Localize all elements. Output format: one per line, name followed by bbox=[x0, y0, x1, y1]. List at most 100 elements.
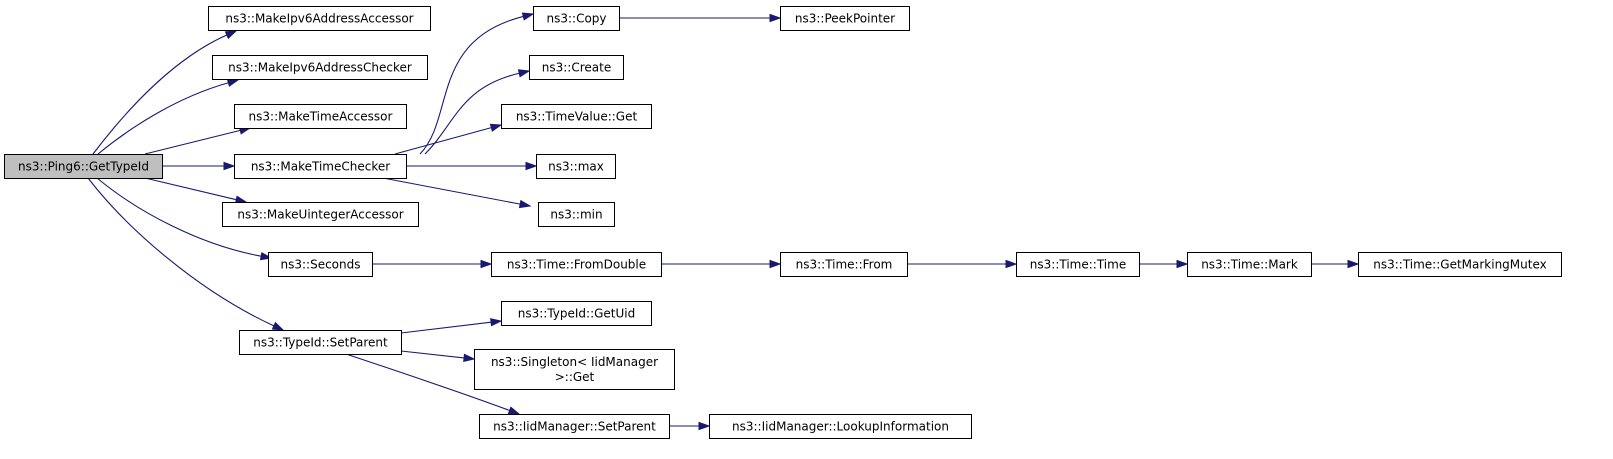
arrowhead-icon bbox=[517, 69, 531, 78]
node-make-ipv6-address-checker[interactable]: ns3::MakeIpv6AddressChecker bbox=[212, 55, 428, 80]
node-label: ns3::max bbox=[548, 160, 604, 174]
node-max[interactable]: ns3::max bbox=[536, 154, 616, 179]
node-box bbox=[239, 330, 402, 355]
node-iidmanager-setparent[interactable]: ns3::IidManager::SetParent bbox=[479, 414, 670, 439]
edge-line bbox=[382, 177, 521, 205]
edge-line bbox=[419, 15, 524, 155]
node-label: ns3::Time::Mark bbox=[1201, 258, 1298, 272]
node-box bbox=[491, 252, 662, 277]
arrowhead-icon bbox=[1347, 259, 1360, 269]
node-label: ns3::Ping6::GetTypeId bbox=[18, 160, 149, 174]
edge-line bbox=[400, 321, 492, 334]
node-make-time-accessor[interactable]: ns3::MakeTimeAccessor bbox=[234, 104, 407, 129]
node-label: ns3::Time::Time bbox=[1030, 258, 1126, 272]
node-peek-pointer[interactable]: ns3::PeekPointer bbox=[780, 6, 910, 31]
arrowhead-icon bbox=[698, 421, 711, 431]
node-timevalue-get[interactable]: ns3::TimeValue::Get bbox=[501, 104, 652, 129]
node-typeid-getuid[interactable]: ns3::TypeId::GetUid bbox=[501, 301, 652, 326]
arrowhead-icon bbox=[480, 259, 493, 269]
node-box bbox=[234, 104, 407, 129]
edge-make_time_checker-to-copy bbox=[419, 12, 535, 155]
arrowhead-icon bbox=[521, 12, 535, 21]
node-box bbox=[474, 349, 675, 390]
edge-make_time_checker-to-max bbox=[406, 161, 538, 171]
node-time-mark[interactable]: ns3::Time::Mark bbox=[1187, 252, 1312, 277]
node-min[interactable]: ns3::min bbox=[538, 202, 615, 227]
edge-make_time_checker-to-min bbox=[382, 177, 532, 209]
arrowhead-icon bbox=[518, 199, 532, 209]
edge-ping6_gettypeid-to-make_ipv6_address_checker bbox=[97, 78, 240, 155]
node-make-ipv6-address-accessor[interactable]: ns3::MakeIpv6AddressAccessor bbox=[208, 6, 431, 31]
arrowhead-icon bbox=[271, 321, 285, 331]
node-time-fromdouble[interactable]: ns3::Time::FromDouble bbox=[491, 252, 662, 277]
node-label: ns3::TypeId::SetParent bbox=[253, 336, 388, 350]
node-label: ns3::Singleton< IidManager bbox=[491, 355, 658, 369]
node-label: ns3::Time::GetMarkingMutex bbox=[1373, 258, 1547, 272]
node-box bbox=[538, 202, 615, 227]
node-box bbox=[479, 414, 670, 439]
node-copy[interactable]: ns3::Copy bbox=[533, 6, 620, 31]
edge-typeid_setparent-to-iidmanager_setparent bbox=[345, 353, 521, 415]
node-box bbox=[780, 252, 908, 277]
edge-line bbox=[87, 177, 275, 327]
node-box bbox=[234, 154, 407, 179]
node-box bbox=[222, 202, 419, 227]
arrowhead-icon bbox=[226, 78, 240, 87]
edge-ping6_gettypeid-to-make_ipv6_address_accessor bbox=[92, 30, 238, 155]
arrowhead-icon bbox=[489, 123, 503, 132]
node-create[interactable]: ns3::Create bbox=[529, 55, 624, 80]
node-label: ns3::TypeId::GetUid bbox=[518, 307, 636, 321]
node-box bbox=[212, 55, 428, 80]
node-seconds[interactable]: ns3::Seconds bbox=[268, 252, 373, 277]
node-box bbox=[780, 6, 910, 31]
arrowhead-icon bbox=[223, 161, 236, 171]
arrowhead-icon bbox=[769, 13, 782, 23]
node-box bbox=[1187, 252, 1312, 277]
node-time-time[interactable]: ns3::Time::Time bbox=[1016, 252, 1140, 277]
arrowhead-icon bbox=[769, 259, 782, 269]
edge-line bbox=[400, 350, 465, 359]
node-make-time-checker[interactable]: ns3::MakeTimeChecker bbox=[234, 154, 407, 179]
node-label: ns3::TimeValue::Get bbox=[516, 110, 638, 124]
edge-line bbox=[97, 82, 229, 155]
node-box bbox=[268, 252, 373, 277]
edge-line bbox=[96, 177, 262, 257]
node-box bbox=[709, 414, 972, 439]
node-label: ns3::MakeIpv6AddressAccessor bbox=[225, 12, 413, 26]
node-box bbox=[536, 154, 616, 179]
node-typeid-setparent[interactable]: ns3::TypeId::SetParent bbox=[239, 330, 402, 355]
edge-typeid_setparent-to-typeid_getuid bbox=[400, 318, 503, 334]
node-label: ns3::Create bbox=[542, 61, 611, 75]
node-label: ns3::MakeTimeChecker bbox=[251, 160, 390, 174]
node-ping6-gettypeid[interactable]: ns3::Ping6::GetTypeId bbox=[4, 154, 163, 179]
node-time-getmarkingmutex[interactable]: ns3::Time::GetMarkingMutex bbox=[1358, 252, 1562, 277]
edge-line bbox=[144, 177, 237, 201]
node-label: ns3::min bbox=[550, 208, 602, 222]
edges-layer bbox=[87, 12, 1360, 431]
arrowhead-icon bbox=[224, 30, 238, 40]
node-singleton-get[interactable]: ns3::Singleton< IidManager>::Get bbox=[474, 349, 675, 390]
node-label: >::Get bbox=[555, 370, 595, 384]
node-box bbox=[529, 55, 624, 80]
edge-time_fromdouble-to-time_from bbox=[661, 259, 782, 269]
edge-typeid_setparent-to-singleton_get bbox=[400, 350, 476, 363]
node-make-uinteger-accessor[interactable]: ns3::MakeUintegerAccessor bbox=[222, 202, 419, 227]
arrowhead-icon bbox=[525, 161, 538, 171]
edge-ping6_gettypeid-to-make_time_checker bbox=[162, 161, 236, 171]
edge-iidmanager_setparent-to-iidmanager_lookupinformation bbox=[669, 421, 711, 431]
node-label: ns3::PeekPointer bbox=[795, 12, 895, 26]
node-label: ns3::Time::From bbox=[796, 258, 893, 272]
edge-copy-to-peek_pointer bbox=[619, 13, 782, 23]
node-label: ns3::IidManager::LookupInformation bbox=[732, 420, 949, 434]
nodes-layer: ns3::Ping6::GetTypeId ns3::MakeIpv6Addres… bbox=[4, 6, 1562, 439]
node-time-from[interactable]: ns3::Time::From bbox=[780, 252, 908, 277]
node-label: ns3::MakeIpv6AddressChecker bbox=[228, 61, 412, 75]
edge-time_mark-to-time_getmarkingmutex bbox=[1311, 259, 1360, 269]
node-box bbox=[501, 104, 652, 129]
node-label: ns3::IidManager::SetParent bbox=[493, 420, 656, 434]
node-box bbox=[501, 301, 652, 326]
node-iidmanager-lookupinformation[interactable]: ns3::IidManager::LookupInformation bbox=[709, 414, 972, 439]
node-label: ns3::MakeTimeAccessor bbox=[249, 110, 393, 124]
node-box bbox=[533, 6, 620, 31]
